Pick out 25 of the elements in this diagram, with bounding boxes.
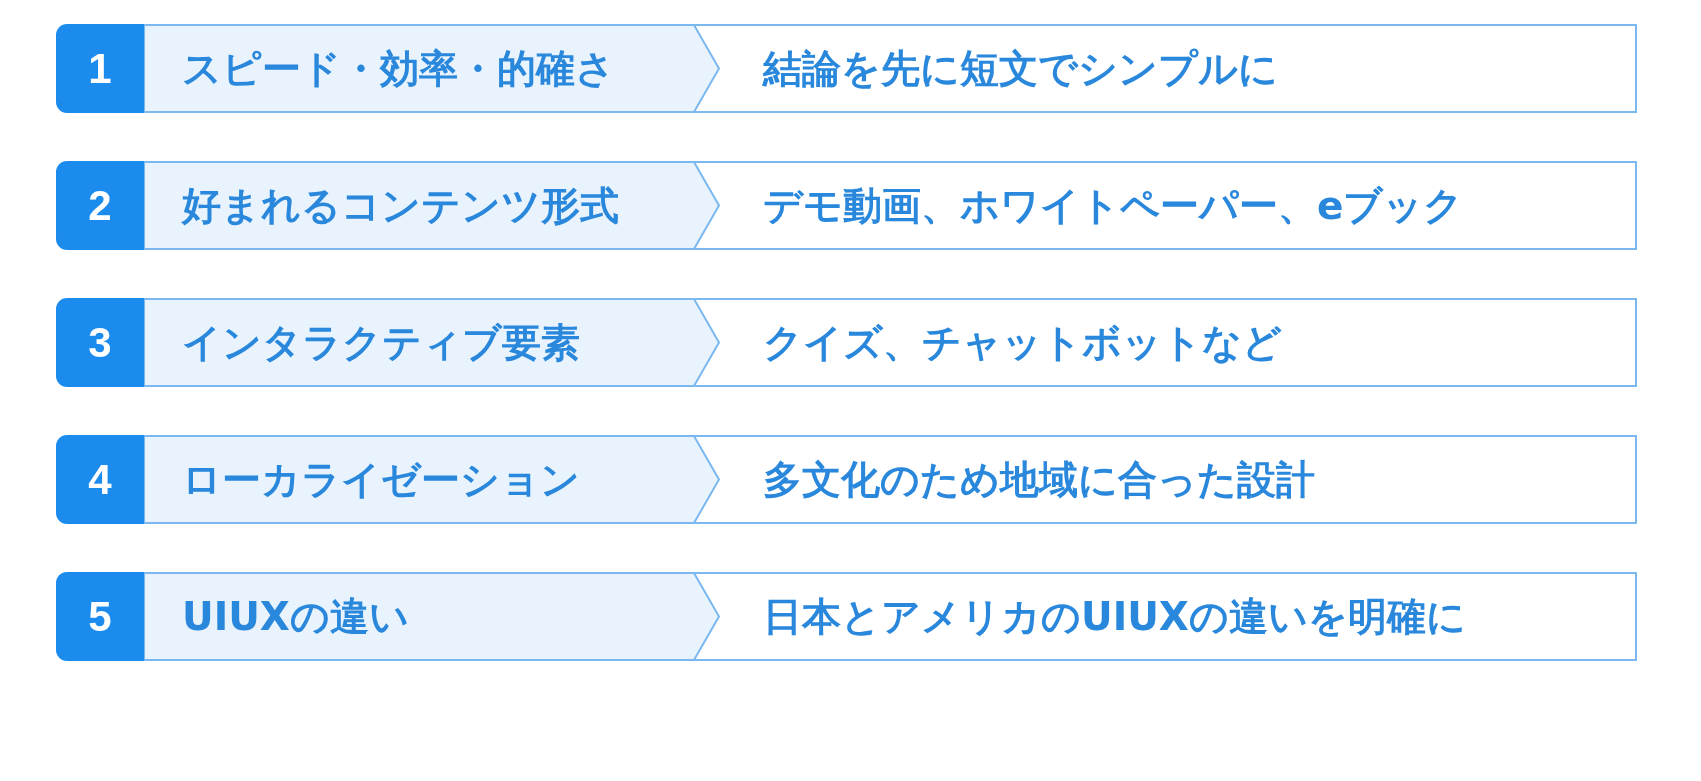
category-label: インタラクティブ要素 bbox=[182, 320, 580, 365]
chevron-box bbox=[144, 435, 720, 524]
category-label: 好まれるコンテンツ形式 bbox=[182, 183, 619, 228]
description-panel bbox=[720, 572, 1637, 661]
category-label: UIUXの違い bbox=[182, 594, 409, 639]
number-tab: 5 bbox=[56, 572, 144, 661]
chevron-box bbox=[144, 161, 720, 250]
description-text: 日本とアメリカのUIUXの違いを明確に bbox=[763, 594, 1466, 639]
description-panel bbox=[720, 24, 1637, 113]
chevron-box bbox=[144, 24, 720, 113]
category-label: ローカライゼーション bbox=[182, 457, 580, 502]
description-text: 多文化のため地域に合った設計 bbox=[763, 457, 1315, 502]
description-panel bbox=[720, 161, 1637, 250]
description-text: デモ動画、ホワイトペーパー、eブック bbox=[763, 183, 1464, 228]
description-panel bbox=[720, 435, 1637, 524]
number-tab: 1 bbox=[56, 24, 144, 113]
number-tab: 4 bbox=[56, 435, 144, 524]
description-panel bbox=[720, 298, 1637, 387]
category-label: スピード・効率・的確さ bbox=[182, 46, 615, 91]
number-tab: 2 bbox=[56, 161, 144, 250]
chevron-box bbox=[144, 572, 720, 661]
description-text: 結論を先に短文でシンプルに bbox=[763, 46, 1278, 91]
description-text: クイズ、チャットボットなど bbox=[763, 320, 1282, 365]
number-tab: 3 bbox=[56, 298, 144, 387]
chevron-box bbox=[144, 298, 720, 387]
